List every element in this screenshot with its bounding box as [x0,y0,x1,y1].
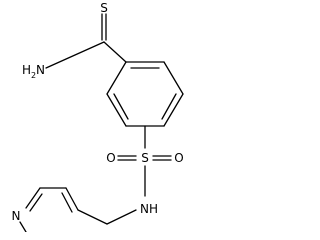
methylene-linker [77,209,137,225]
chemical-structure: S H 2 N S O O NH [12,1,184,232]
sulfonamide-group: S O O NH [106,125,184,216]
oxygen-right-label: O [174,151,183,165]
amine-hydrogen: H [22,63,31,77]
bond-n-ch2 [106,209,137,225]
amine-nitrogen: N [36,63,45,77]
bond-c-ring [103,41,127,63]
pyridine-inner-bond-2 [29,193,43,212]
sulfonamide-nh-label: NH [140,202,158,216]
benzene-ring [106,61,184,127]
pyridine-nitrogen-label: N [12,209,21,223]
oxygen-left-label: O [106,151,115,165]
pyridine-inner-bond-1 [61,192,73,213]
benzene-bond-2 [163,61,184,95]
benzene-bond-5 [106,93,127,127]
amine-label: H 2 N [22,63,45,80]
pyridine-bond-1 [65,187,79,211]
amine-subscript: 2 [31,71,36,80]
pyridine-bond-3 [25,187,41,209]
benzene-inner-bond-3 [113,93,129,120]
benzene-bond-3 [163,93,184,127]
thioamide-group: S H 2 N [22,1,127,80]
sulfonyl-sulfur-label: S [141,151,149,165]
benzene-bond-6 [106,61,127,95]
thione-sulfur-label: S [100,1,108,15]
benzene-inner-bond-2 [161,93,177,120]
bond-c-n [45,41,105,69]
bond-ch2-ring [77,209,108,225]
pyridine-ring: N [12,187,79,232]
pyridine-bond-4 [19,221,27,232]
